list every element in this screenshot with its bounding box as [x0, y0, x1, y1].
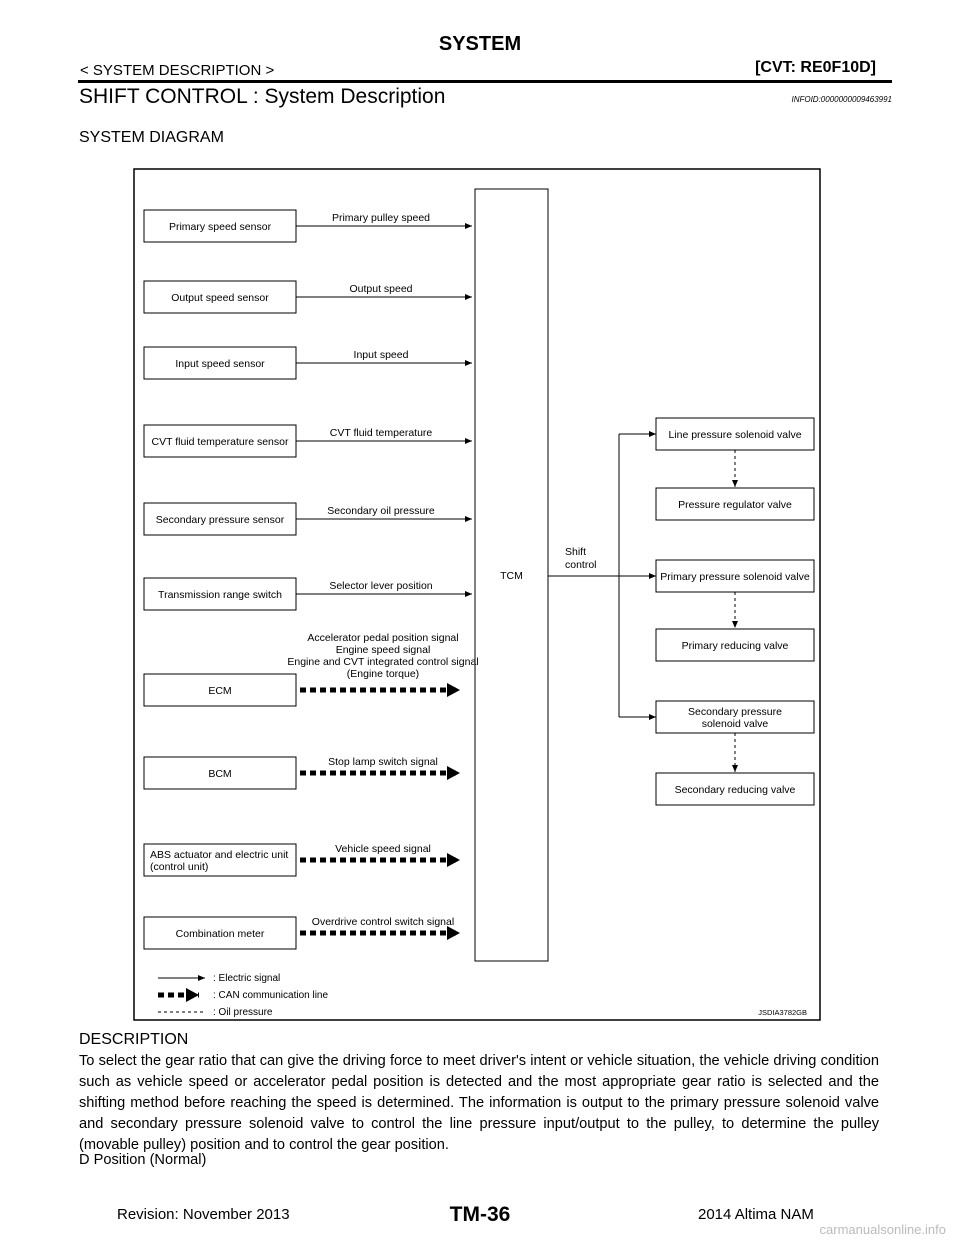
- tcm-box-label: TCM: [500, 570, 523, 582]
- page-header-title: SYSTEM: [438, 33, 522, 55]
- diagram-frame: [133, 168, 821, 1021]
- primary-speed-sensor-box-label: Primary speed sensor: [169, 221, 272, 233]
- shift-control-label: Shift: [565, 546, 586, 558]
- pressure-regulator-valve-box: [655, 487, 815, 521]
- secondary-reducing-valve-box: [655, 772, 815, 806]
- cvt-fluid-temperature-sensor-signal-label: CVT fluid temperature: [330, 427, 433, 439]
- shift-control-label: control: [565, 559, 597, 571]
- footer-model: 2014 Altima NAM: [698, 1206, 814, 1223]
- watermark: carmanualsonline.info: [819, 1222, 946, 1237]
- pressure-regulator-valve-box-label: Pressure regulator valve: [678, 499, 792, 511]
- bcm-signal-label: Stop lamp switch signal: [328, 756, 438, 768]
- primary-pressure-solenoid-valve-box: [655, 559, 815, 593]
- bcm-box: [143, 756, 297, 790]
- primary-speed-sensor-signal-label: Primary pulley speed: [332, 212, 430, 224]
- legend-oil-label: : Oil pressure: [213, 1007, 273, 1018]
- secondary-pressure-solenoid-valve-box-label: Secondary pressure: [688, 706, 782, 718]
- header-rule: [78, 80, 892, 83]
- primary-speed-sensor-box: [143, 209, 297, 243]
- description-body: To select the gear ratio that can give t…: [79, 1053, 879, 1153]
- primary-pressure-solenoid-valve-box-label: Primary pressure solenoid valve: [660, 571, 810, 583]
- line-pressure-solenoid-valve-box: [655, 417, 815, 451]
- secondary-pressure-sensor-box: [143, 502, 297, 536]
- ecm-signal-label: Engine speed signal: [336, 644, 431, 656]
- primary-reducing-valve-box-label: Primary reducing valve: [682, 640, 789, 652]
- transmission-range-switch-box: [143, 577, 297, 611]
- abs-actuator-and-electric-unit-box: [143, 843, 297, 877]
- secondary-reducing-valve-box-label: Secondary reducing valve: [675, 784, 796, 796]
- bcm-box-label: BCM: [208, 768, 231, 780]
- system-diagram: TCM Primary speed sensor Primary pulley sp…: [133, 168, 821, 1021]
- legend-electric-label: : Electric signal: [213, 973, 280, 984]
- abs-actuator-and-electric-unit-signal-label: Vehicle speed signal: [335, 843, 431, 855]
- input-speed-sensor-box-label: Input speed sensor: [175, 358, 265, 370]
- abs-actuator-and-electric-unit-box-label: ABS actuator and electric unit: [150, 849, 288, 861]
- ecm-signal-label: Accelerator pedal position signal: [307, 632, 458, 644]
- secondary-pressure-solenoid-valve-box-label: solenoid valve: [702, 718, 769, 730]
- input-speed-sensor-box: [143, 346, 297, 380]
- description-title: DESCRIPTION: [79, 1031, 189, 1048]
- footer-revision: Revision: November 2013: [117, 1206, 290, 1223]
- ecm-box-label: ECM: [208, 685, 231, 697]
- abs-actuator-and-electric-unit-box-label: (control unit): [150, 861, 208, 873]
- secondary-pressure-sensor-box-label: Secondary pressure sensor: [156, 514, 285, 526]
- ecm-signal-label: Engine and CVT integrated control signal: [287, 656, 478, 668]
- info-id: INFOID:0000000009463991: [791, 95, 892, 104]
- position-heading: D Position (Normal): [79, 1152, 207, 1168]
- system-diagram-title: SYSTEM DIAGRAM: [79, 129, 224, 146]
- tcm-box: [474, 188, 549, 962]
- primary-reducing-valve-box: [655, 628, 815, 662]
- input-speed-sensor-signal-label: Input speed: [354, 349, 409, 361]
- legend-can-label: : CAN communication line: [213, 990, 328, 1001]
- cvt-fluid-temperature-sensor-box-label: CVT fluid temperature sensor: [152, 436, 289, 448]
- output-speed-sensor-signal-label: Output speed: [349, 283, 412, 295]
- combination-meter-box: [143, 916, 297, 950]
- ecm-box: [143, 673, 297, 707]
- header-model-code: [CVT: RE0F10D]: [755, 59, 876, 76]
- figure-code: JSDIA3782GB: [758, 1008, 807, 1017]
- output-speed-sensor-box: [143, 280, 297, 314]
- combination-meter-box-label: Combination meter: [176, 928, 265, 940]
- section-title: SHIFT CONTROL : System Description: [79, 85, 446, 108]
- footer-page-number: TM-36: [449, 1203, 511, 1226]
- ecm-signal-label: (Engine torque): [347, 668, 419, 680]
- secondary-pressure-sensor-signal-label: Secondary oil pressure: [327, 505, 435, 517]
- transmission-range-switch-box-label: Transmission range switch: [158, 589, 282, 601]
- line-pressure-solenoid-valve-box-label: Line pressure solenoid valve: [668, 429, 801, 441]
- output-speed-sensor-box-label: Output speed sensor: [171, 292, 269, 304]
- combination-meter-signal-label: Overdrive control switch signal: [312, 916, 454, 928]
- cvt-fluid-temperature-sensor-box: [143, 424, 297, 458]
- header-section-label: < SYSTEM DESCRIPTION >: [80, 62, 275, 79]
- secondary-pressure-solenoid-valve-box: [655, 700, 815, 734]
- transmission-range-switch-signal-label: Selector lever position: [329, 580, 432, 592]
